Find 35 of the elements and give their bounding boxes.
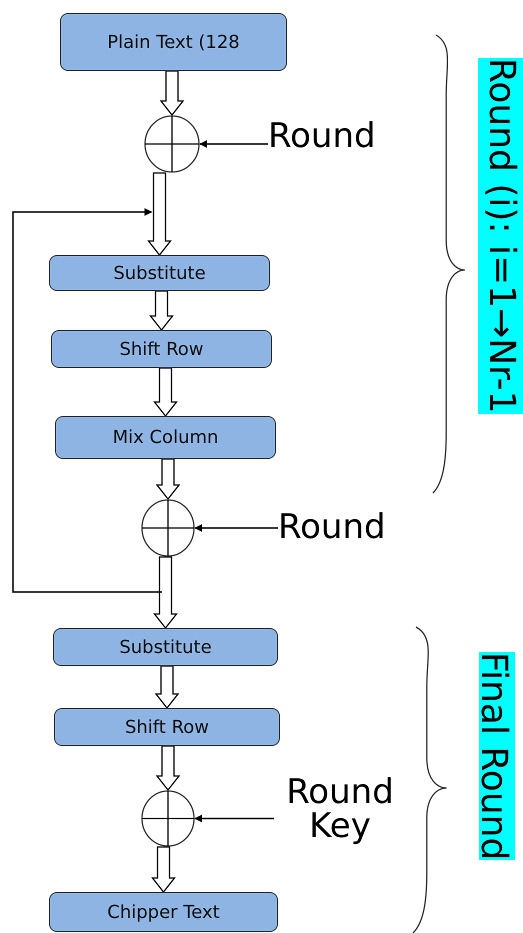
xor-circle-symbol <box>144 115 200 173</box>
step-label: Substitute <box>113 262 206 284</box>
block-arrow <box>153 367 178 418</box>
section-label: Final Round <box>479 652 515 860</box>
xor-circle-symbol <box>141 499 195 557</box>
step-label: Shift Row <box>119 338 204 360</box>
input-label: Round Key <box>285 775 395 843</box>
process-box <box>49 255 270 291</box>
block-arrow <box>156 458 180 500</box>
step-label: Mix Column <box>112 427 218 448</box>
block-arrow <box>154 665 180 710</box>
xor-circle-symbol <box>141 790 195 847</box>
process-box <box>55 416 276 459</box>
arrow <box>194 814 274 822</box>
block-arrow <box>153 556 178 630</box>
process-box <box>53 628 278 666</box>
process-box <box>51 330 272 368</box>
arrow <box>12 208 162 593</box>
block-arrow <box>151 846 176 894</box>
block-arrow <box>149 290 174 332</box>
step-label: Shift Row <box>124 716 210 738</box>
input-label: Round <box>278 510 386 544</box>
block-arrow <box>160 70 184 116</box>
section-label: Round (i): i=1→Nr-1 <box>478 58 523 414</box>
step-label: Substitute <box>119 636 212 658</box>
block-arrow <box>156 745 180 792</box>
process-box <box>54 708 280 746</box>
block-arrow <box>147 172 172 256</box>
input-label: Round <box>268 119 376 153</box>
step-label: Plain Text (128 <box>107 32 240 52</box>
arrow <box>199 140 268 148</box>
step-label: Chipper Text <box>107 902 220 922</box>
arrow <box>194 524 278 532</box>
process-box <box>49 892 278 932</box>
process-box <box>60 13 287 71</box>
